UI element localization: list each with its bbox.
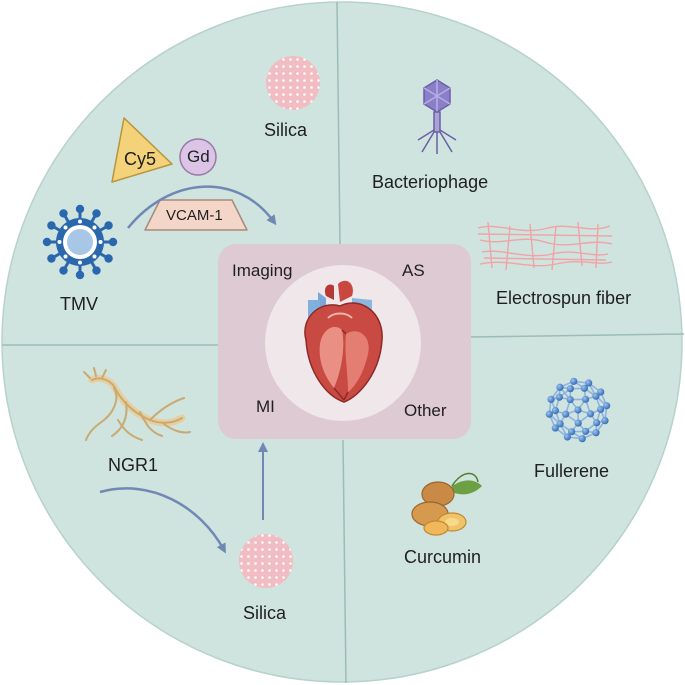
center-label-imaging: Imaging xyxy=(232,261,293,280)
silica-top-icon xyxy=(266,56,320,110)
bacteriophage-icon xyxy=(417,79,457,154)
arrow-ngr1-to-silica xyxy=(99,487,226,554)
gd-circle xyxy=(179,138,217,176)
label-ngr1: NGR1 xyxy=(108,455,159,475)
label-fullerene: Fullerene xyxy=(534,461,610,481)
ginseng-root-icon xyxy=(83,367,191,441)
label-electrospun-fiber: Electrospun fiber xyxy=(496,288,632,308)
center-label-other: Other xyxy=(404,401,447,420)
label-cy5: Cy5 xyxy=(124,149,157,169)
label-silica-top: Silica xyxy=(264,120,308,140)
cy5-triangle xyxy=(111,117,173,183)
fiber-mesh-icon xyxy=(477,221,613,271)
vcam-trapezoid xyxy=(144,199,248,231)
label-silica-bottom: Silica xyxy=(243,603,287,623)
label-gd: Gd xyxy=(187,147,210,166)
arrow-tmv-to-center xyxy=(127,185,277,229)
label-tmv: TMV xyxy=(60,294,98,314)
heart-icon xyxy=(304,280,383,403)
turmeric-icon xyxy=(411,472,482,536)
label-bacteriophage: Bacteriophage xyxy=(372,172,489,192)
center-label-mi: MI xyxy=(256,397,275,416)
fullerene-icon xyxy=(545,377,611,443)
virus-icon xyxy=(42,204,118,280)
label-vcam: VCAM-1 xyxy=(166,207,223,224)
label-curcumin: Curcumin xyxy=(404,547,482,567)
center-label-as: AS xyxy=(402,261,425,280)
silica-bottom-icon xyxy=(239,534,293,588)
